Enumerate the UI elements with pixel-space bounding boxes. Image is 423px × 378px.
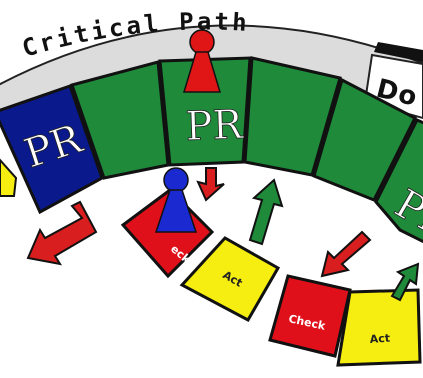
cell-act-2[interactable] [338,290,420,365]
cell-green-pr-label: PR [185,102,245,150]
arrow-up-icon [250,180,282,244]
cell-yellow-left [0,160,16,196]
cell-act-2-label: Act [369,332,390,346]
arrow-down-icon [198,168,224,200]
arrow-down-left-icon [322,232,370,276]
